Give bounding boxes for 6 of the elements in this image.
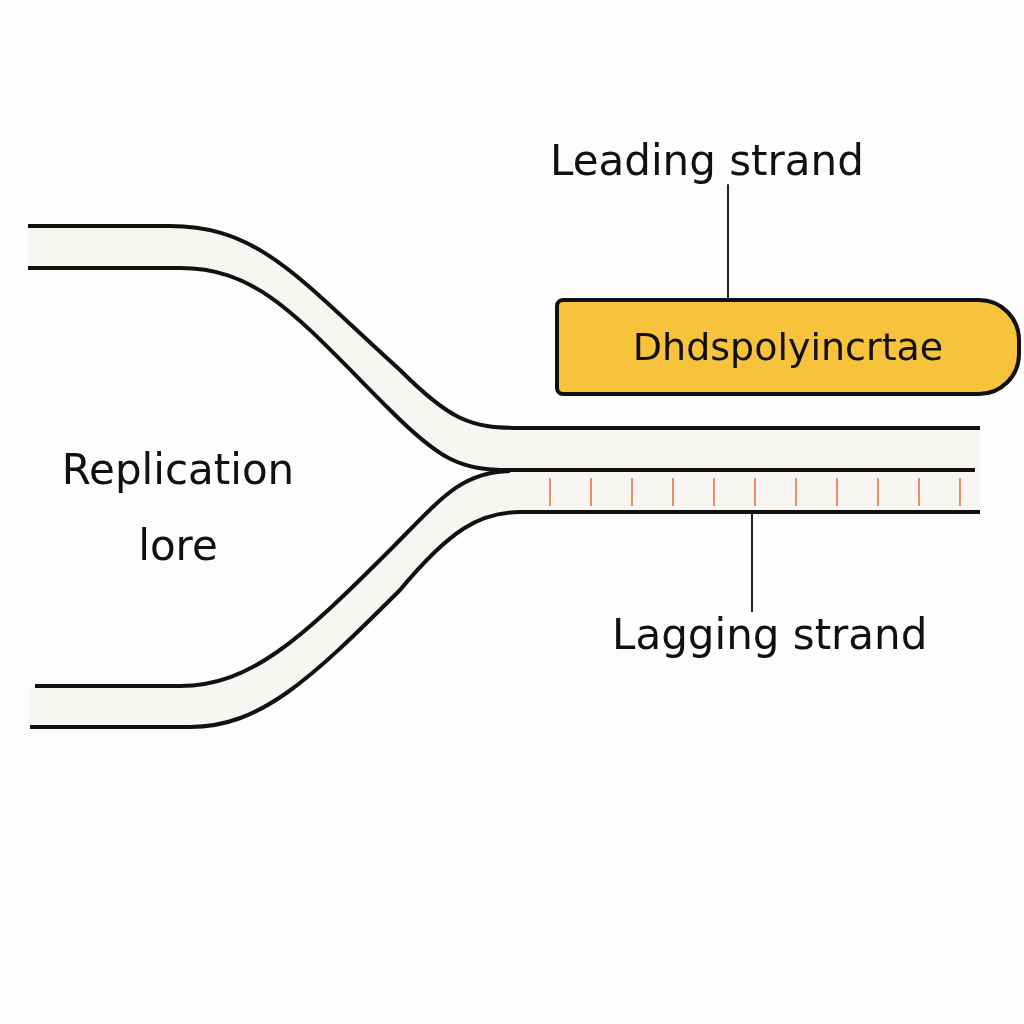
region-label: Replication lore bbox=[60, 444, 296, 572]
leader-line bbox=[751, 513, 753, 613]
enzyme-label-box: Dhdspolyincrtae bbox=[555, 298, 1021, 396]
strand-label: Lagging strand bbox=[612, 612, 928, 659]
leader-line bbox=[727, 183, 729, 299]
strand-label: Leading strand bbox=[550, 138, 864, 185]
